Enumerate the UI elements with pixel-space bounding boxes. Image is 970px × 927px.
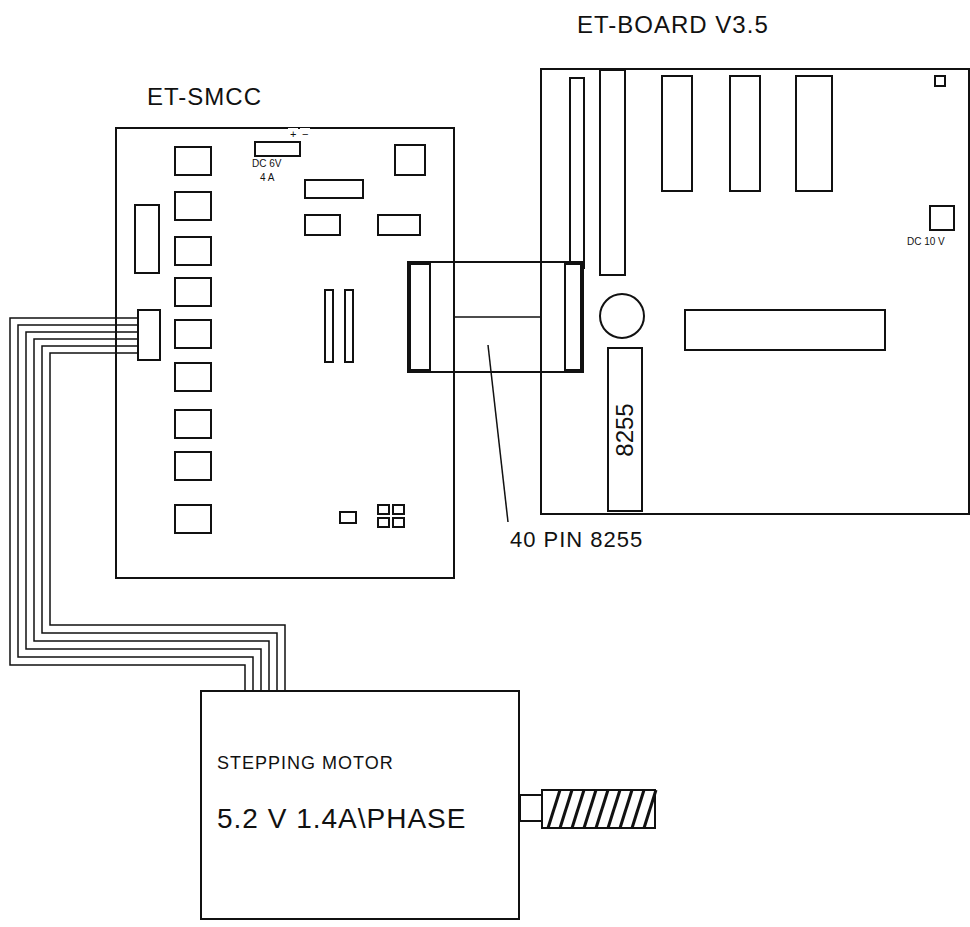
controller-board: ET-BOARD V3.58255 xyxy=(540,68,970,515)
cable-wire xyxy=(50,353,285,690)
motor-cable xyxy=(10,318,245,690)
pin-header xyxy=(570,78,584,268)
pad xyxy=(393,505,404,514)
current-label: 4 A xyxy=(258,172,276,183)
cable-wire xyxy=(42,346,277,690)
pad xyxy=(378,518,389,527)
ic-chip xyxy=(378,215,420,235)
screw-thread xyxy=(560,790,572,828)
lead-screw xyxy=(542,790,655,828)
driver-chip xyxy=(175,363,211,391)
driver-chip xyxy=(175,147,211,175)
driver-chip xyxy=(175,410,211,438)
chip-label: 8255 xyxy=(612,403,638,456)
stepping-motor: STEPPING MOTOR 5.2 V 1.4A\PHASE xyxy=(200,690,520,920)
driver-board: ET-SMCC xyxy=(115,127,455,579)
polarity-sign: + xyxy=(288,128,298,140)
screw-thread xyxy=(632,790,644,828)
expansion-header xyxy=(685,310,885,350)
pad xyxy=(378,505,389,514)
driver-chip xyxy=(175,505,211,533)
ic-chip xyxy=(662,76,692,191)
power-label: DC 10 V xyxy=(905,236,947,247)
driver-chip xyxy=(175,192,211,220)
cable-wire xyxy=(115,317,138,319)
led xyxy=(340,512,356,523)
screw-thread xyxy=(572,790,584,828)
ic-chip xyxy=(305,215,340,235)
connector-label: 40 PIN 8255 xyxy=(508,528,645,552)
cable-wire xyxy=(34,339,269,690)
motor-label: 5.2 V 1.4A\PHASE xyxy=(217,804,466,835)
ic-chip xyxy=(730,76,760,191)
screw-thread xyxy=(584,790,596,828)
motor-connector xyxy=(138,310,160,360)
header-strip xyxy=(135,205,159,273)
screw-thread xyxy=(644,790,656,828)
leader-line xyxy=(488,345,508,522)
driver-chip xyxy=(175,320,211,348)
led xyxy=(935,76,945,86)
motor-shaft xyxy=(520,795,542,821)
pin-header xyxy=(325,290,333,362)
motor-label: STEPPING MOTOR xyxy=(217,754,394,774)
pad xyxy=(393,518,404,527)
eprom-chip xyxy=(600,70,625,275)
screw-thread xyxy=(608,790,620,828)
cable-wire xyxy=(18,325,253,690)
ribbon-connector xyxy=(408,262,583,372)
driver-chip xyxy=(175,278,211,306)
driver-chip xyxy=(175,237,211,265)
crystal xyxy=(600,294,644,338)
ribbon-cable xyxy=(455,316,540,318)
screw-thread xyxy=(620,790,632,828)
power-jack xyxy=(930,206,954,230)
polarity-sign: − xyxy=(300,128,310,140)
power-terminal xyxy=(255,142,300,156)
connector-end xyxy=(410,264,430,370)
board-title: ET-BOARD V3.5 xyxy=(577,12,769,38)
pin-header xyxy=(345,290,353,362)
driver-chip xyxy=(175,452,211,480)
board-title: ET-SMCC xyxy=(147,84,262,110)
power-label: DC 6V xyxy=(250,158,283,169)
ic-chip xyxy=(796,76,832,191)
screw-thread xyxy=(596,790,608,828)
cable-wire xyxy=(26,332,261,690)
ic-chip: 8255 xyxy=(607,347,643,512)
regulator xyxy=(395,145,425,175)
screw-thread xyxy=(548,790,560,828)
connector-end xyxy=(565,264,581,370)
ic-chip xyxy=(305,180,363,198)
